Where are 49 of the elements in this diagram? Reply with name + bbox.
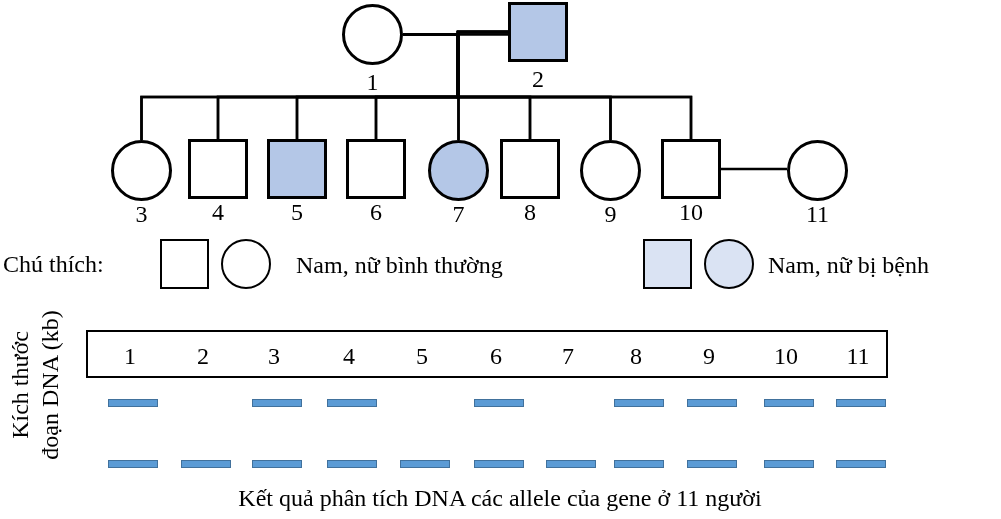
- dna-band: [108, 399, 158, 407]
- individual-number: 3: [135, 202, 148, 226]
- lane-number: 11: [846, 344, 870, 368]
- caption: Kết quả phân tích DNA các allele của gene ở 11 người: [238, 486, 762, 510]
- dna-band: [181, 460, 231, 468]
- dna-band: [836, 399, 886, 407]
- legend-heading: Chú thích:: [3, 252, 104, 276]
- pedigree-line: [721, 167, 787, 171]
- axis-label: Kích thước đoạn DNA (kb): [6, 310, 64, 460]
- dna-band: [327, 460, 377, 468]
- lane-number: 5: [416, 344, 428, 368]
- dna-band: [400, 460, 450, 468]
- dna-band: [252, 460, 302, 468]
- lane-number: 7: [562, 344, 574, 368]
- dna-band: [546, 460, 596, 468]
- dna-band: [687, 460, 737, 468]
- dna-band: [474, 399, 524, 407]
- legend-text: Nam, nữ bị bệnh: [768, 253, 929, 277]
- lane-number: 3: [268, 344, 280, 368]
- individual-number: 1: [366, 70, 379, 94]
- individual-number: 9: [604, 202, 617, 226]
- lane-number: 1: [124, 344, 136, 368]
- individual-number: 6: [370, 200, 382, 224]
- individual-number: 4: [212, 200, 224, 224]
- legend-text: Nam, nữ bình thường: [296, 253, 503, 277]
- individual-number: 8: [524, 200, 536, 224]
- lane-number: 2: [197, 344, 209, 368]
- dna-band: [327, 399, 377, 407]
- dna-band: [764, 399, 814, 407]
- individual-number: 11: [805, 202, 830, 226]
- lane-number: 4: [343, 344, 355, 368]
- individual-number: 5: [291, 200, 303, 224]
- dna-band: [614, 460, 664, 468]
- lane-number: 9: [703, 344, 715, 368]
- individual-number: 2: [532, 67, 544, 91]
- dna-band: [687, 399, 737, 407]
- dna-band: [614, 399, 664, 407]
- lane-number: 6: [490, 344, 502, 368]
- pedigree-line: [456, 30, 693, 139]
- dna-band: [108, 460, 158, 468]
- lane-number: 10: [774, 344, 798, 368]
- lane-number: 8: [630, 344, 642, 368]
- individual-number: 7: [452, 202, 465, 226]
- dna-band: [836, 460, 886, 468]
- lane-header-box: [86, 330, 888, 378]
- dna-band: [474, 460, 524, 468]
- individual-number: 10: [679, 200, 703, 224]
- dna-band: [764, 460, 814, 468]
- dna-band: [252, 399, 302, 407]
